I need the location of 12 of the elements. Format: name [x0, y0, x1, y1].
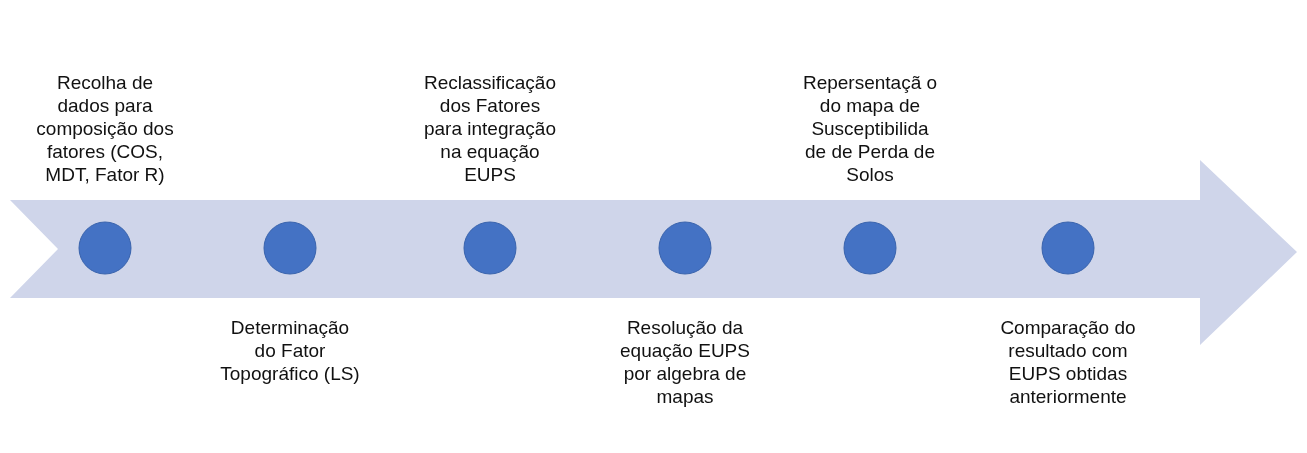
milestone-dot [463, 221, 517, 275]
step-label: Resolução da equação EUPS por algebra de mapas [619, 316, 751, 408]
step-label: Recolha de dados para composição dos fatores (COS, MDT, Fator R) [35, 71, 175, 186]
milestone-dot [263, 221, 317, 275]
milestone-dot [843, 221, 897, 275]
step-label: Determinação do Fator Topográfico (LS) [220, 316, 360, 385]
milestone-dot [658, 221, 712, 275]
step-label: Comparação do resultado com EUPS obtidas anteriormente [999, 316, 1137, 408]
step-label: Reclassificação dos Fatores para integração na equação EUPS [422, 71, 557, 186]
milestone-dot [1041, 221, 1095, 275]
milestone-dot [78, 221, 132, 275]
step-label: Repersentaçã o do mapa de Susceptibilida de de Perda de Solos [801, 71, 939, 186]
